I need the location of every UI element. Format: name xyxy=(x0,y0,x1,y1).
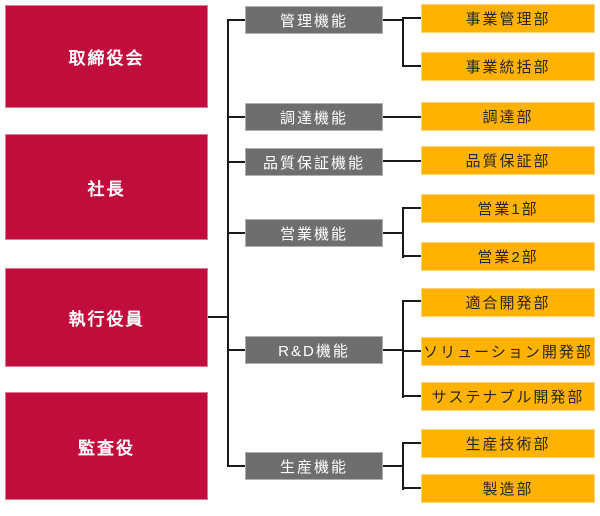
function-box-sales: 営業機能 xyxy=(245,219,383,247)
connector-line xyxy=(383,160,421,162)
connector-line xyxy=(383,19,404,21)
connector-line xyxy=(208,316,228,318)
exec-box-president: 社長 xyxy=(5,134,208,240)
connector-line xyxy=(402,207,421,209)
connector-line xyxy=(383,116,421,118)
dept-box-sales-2: 営業2部 xyxy=(421,242,595,271)
dept-box-quality-assurance: 品質保証部 xyxy=(421,146,595,175)
exec-box-auditors: 監査役 xyxy=(5,392,208,500)
connector-line xyxy=(402,300,404,398)
dept-box-solution-dev: ソリューション開発部 xyxy=(421,337,595,366)
connector-line xyxy=(402,487,421,489)
dept-box-manufacturing: 製造部 xyxy=(421,474,595,503)
dept-box-procurement: 調達部 xyxy=(421,102,595,131)
connector-line xyxy=(402,255,421,257)
connector-line xyxy=(402,17,404,67)
connector-line xyxy=(383,465,404,467)
connector-line xyxy=(402,442,421,444)
function-box-admin: 管理機能 xyxy=(245,6,383,34)
dept-box-sustainable-dev: サステナブル開発部 xyxy=(421,382,595,411)
function-box-production: 生産機能 xyxy=(245,452,383,480)
function-box-procurement: 調達機能 xyxy=(245,103,383,131)
connector-line xyxy=(402,442,404,490)
connector-line xyxy=(227,161,245,163)
connector-line xyxy=(402,300,421,302)
function-box-rnd: R&D機能 xyxy=(245,336,383,364)
connector-line xyxy=(227,19,229,467)
dept-box-compatible-dev: 適合開発部 xyxy=(421,288,595,317)
connector-line xyxy=(402,65,421,67)
dept-box-sales-1: 営業1部 xyxy=(421,194,595,223)
connector-line xyxy=(402,395,421,397)
connector-line xyxy=(383,232,404,234)
function-box-quality-assurance: 品質保証機能 xyxy=(245,148,383,176)
dept-box-business-admin: 事業管理部 xyxy=(421,4,595,33)
connector-line xyxy=(402,350,421,352)
connector-line xyxy=(227,465,245,467)
connector-line xyxy=(402,207,404,258)
exec-box-executive-officers: 執行役員 xyxy=(5,268,208,367)
connector-line xyxy=(227,349,245,351)
connector-line xyxy=(383,349,404,351)
connector-line xyxy=(227,116,245,118)
connector-line xyxy=(227,19,245,21)
connector-line xyxy=(402,17,421,19)
connector-line xyxy=(227,232,245,234)
dept-box-business-supervision: 事業統括部 xyxy=(421,52,595,81)
exec-box-board: 取締役会 xyxy=(5,5,208,108)
dept-box-production-engineering: 生産技術部 xyxy=(421,429,595,458)
